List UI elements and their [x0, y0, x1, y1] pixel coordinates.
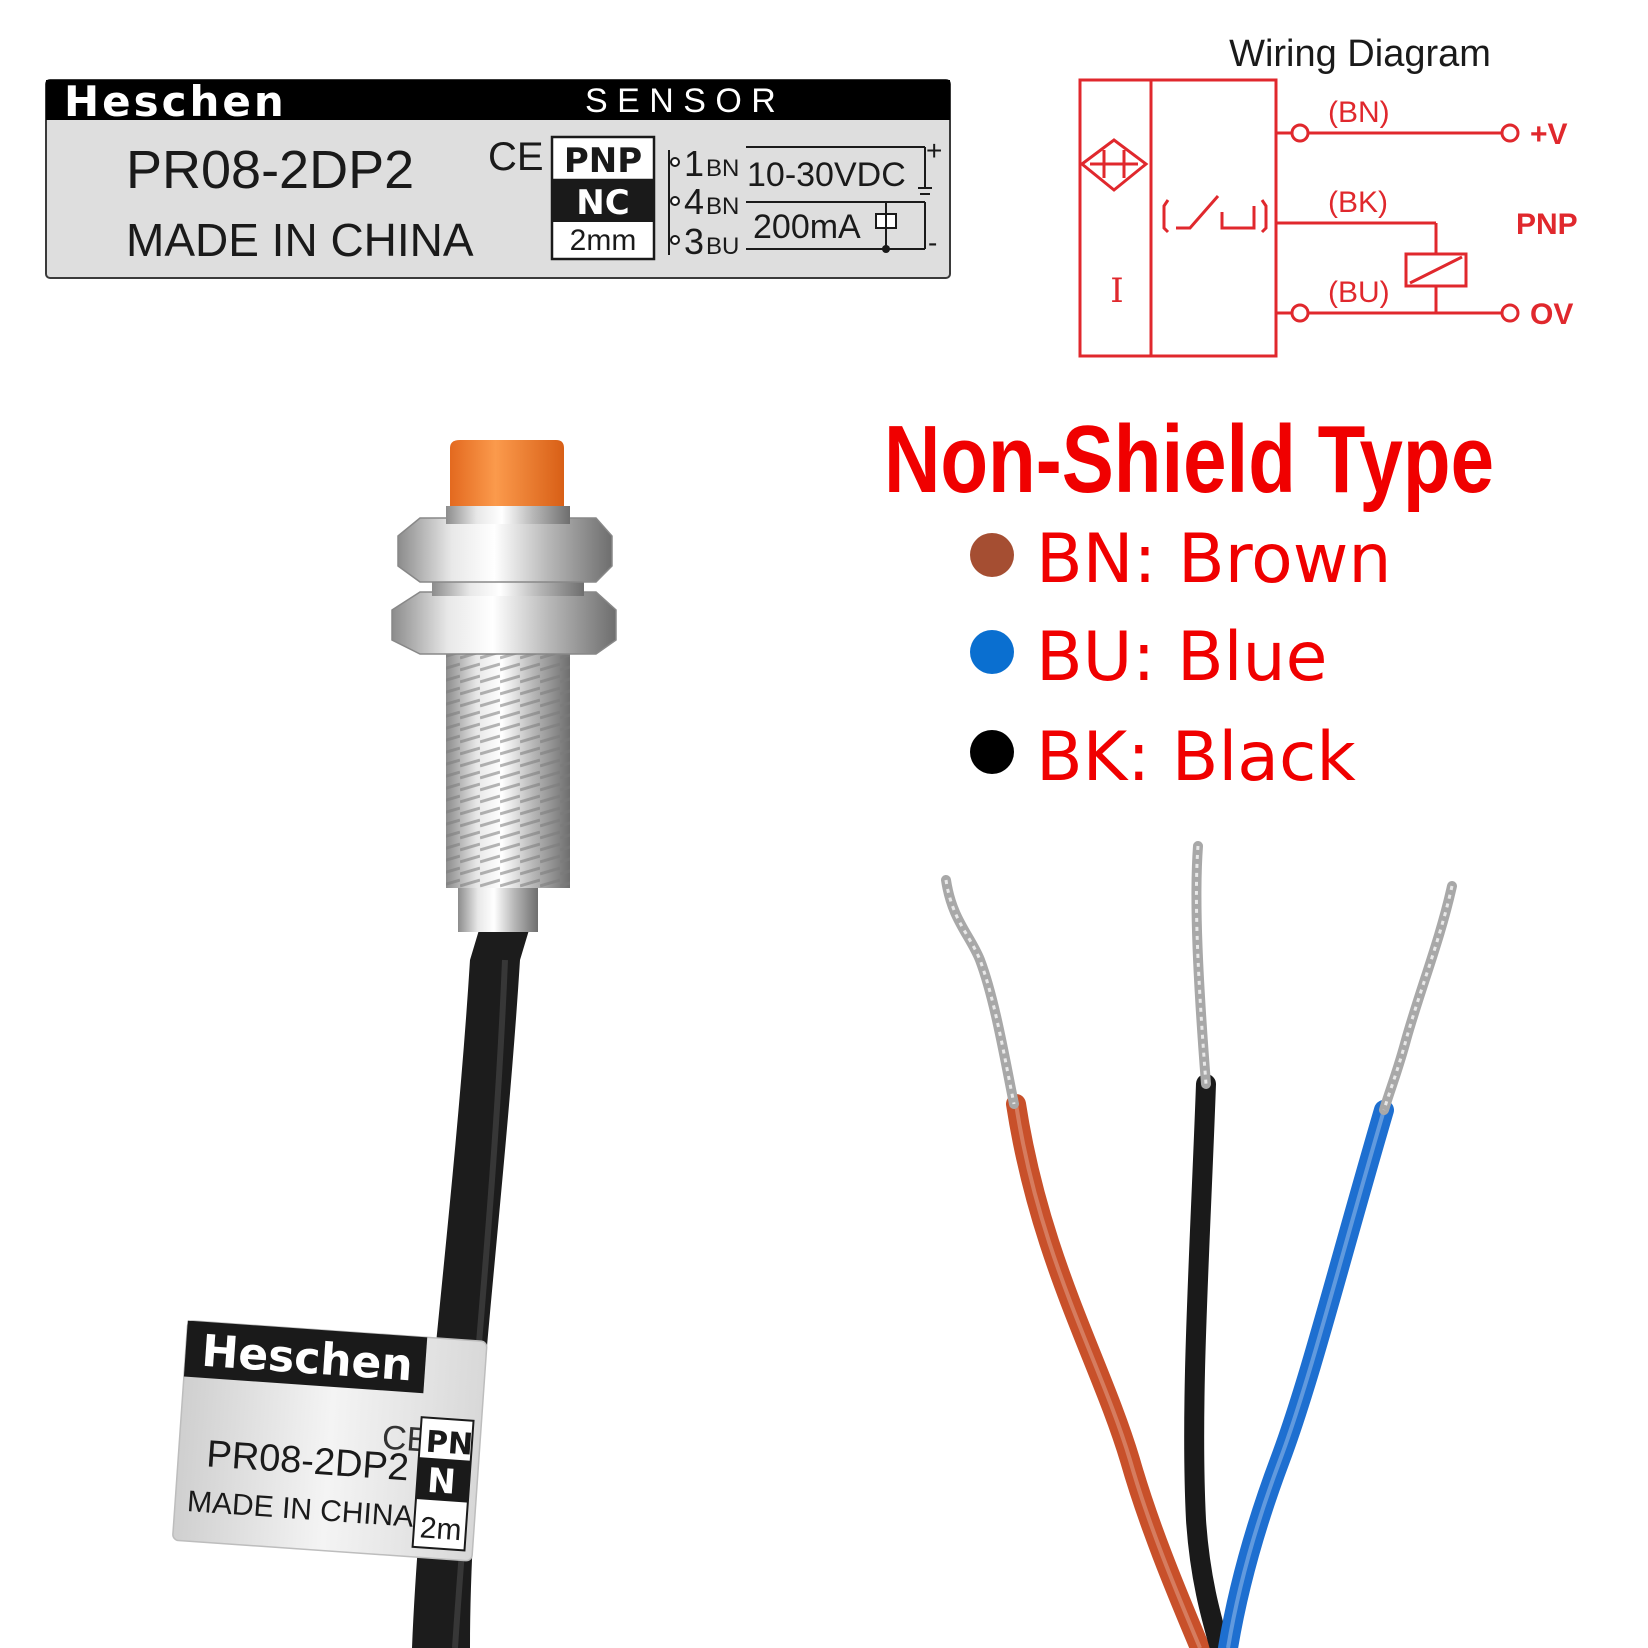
sensing-distance: 2mm [570, 224, 637, 257]
wire-bu-code: (BU) [1328, 276, 1390, 309]
output-type: PNP [564, 141, 642, 181]
switch-symbol [1162, 195, 1268, 234]
cable-label: Heschen CE PR08-2DP2 MADE IN CHINA PN N … [172, 1320, 488, 1562]
cable-label-contact: N [426, 1461, 457, 1503]
color-legend: BN: Brown BU: Blue BK: Black [970, 520, 1391, 797]
wiring-diagram: Wiring Diagram I (BN) (BK) (BU) +V PNP [1078, 33, 1578, 358]
legend-item-black: BK: Black [970, 718, 1356, 797]
product-label: Heschen S E N S O R PR08-2DP2 MADE IN CH… [45, 77, 951, 279]
pin-3-number: 3 [684, 221, 704, 262]
legend-item-brown: BN: Brown [970, 520, 1391, 599]
blue-dot-icon [970, 630, 1014, 674]
plus-sign: + [926, 135, 942, 166]
sensor-illustration: Heschen CE PR08-2DP2 MADE IN CHINA PN N … [172, 440, 617, 1648]
mini-circuit: 10-30VDC 200mA + - [746, 135, 942, 258]
pin-4-number: 4 [684, 181, 704, 222]
pin-list: 1 BN 4 BN 3 BU [668, 143, 739, 262]
contact-type: NC [576, 183, 629, 223]
legend-blue-text: BU: Blue [1036, 618, 1327, 697]
black-wire [1184, 1074, 1230, 1648]
cable-label-distance: 2m [419, 1511, 463, 1547]
brown-wire [1006, 1094, 1210, 1648]
cable-label-output: PN [425, 1425, 474, 1463]
pin-4-code: BN [706, 193, 739, 220]
label-header-bar [46, 80, 950, 120]
shield-type-title: Non-Shield Type [884, 406, 1494, 513]
black-dot-icon [970, 730, 1014, 774]
legend-item-blue: BU: Blue [970, 618, 1327, 697]
spec-box: PNP NC 2mm [550, 135, 656, 261]
current-rating: 200mA [753, 208, 861, 246]
terminal-pnp: PNP [1516, 208, 1578, 241]
label-origin: MADE IN CHINA [126, 214, 474, 266]
lower-hex-nut [391, 591, 617, 655]
label-category: S E N S O R [585, 82, 776, 120]
pin-3-code: BU [706, 233, 739, 260]
legend-black-text: BK: Black [1036, 718, 1356, 797]
brown-dot-icon [970, 533, 1014, 577]
label-brand: Heschen [64, 77, 287, 126]
stripped-wires [941, 841, 1457, 1648]
detection-diamond-icon [1079, 138, 1149, 192]
minus-sign: - [928, 227, 937, 258]
legend-brown-text: BN: Brown [1036, 520, 1391, 599]
sensor-body [1078, 78, 1278, 358]
current-symbol: I [1110, 271, 1123, 311]
upper-hex-nut [397, 517, 613, 583]
wire-bn-code: (BN) [1328, 96, 1390, 129]
pin-1-number: 1 [684, 143, 704, 184]
voltage-rating: 10-30VDC [747, 156, 906, 194]
terminal-ov: OV [1530, 298, 1573, 331]
label-model: PR08-2DP2 [126, 140, 414, 200]
terminal-plus-v: +V [1530, 118, 1568, 151]
brown-copper-strands [941, 875, 1019, 1109]
ce-mark: CE [488, 135, 544, 179]
wiring-title: Wiring Diagram [1229, 33, 1491, 75]
cable-gland [458, 880, 538, 932]
wire-bk-code: (BK) [1328, 186, 1388, 219]
sensing-face-cap [450, 440, 564, 506]
pin-1-code: BN [706, 155, 739, 182]
blue-wire [1218, 1100, 1394, 1648]
